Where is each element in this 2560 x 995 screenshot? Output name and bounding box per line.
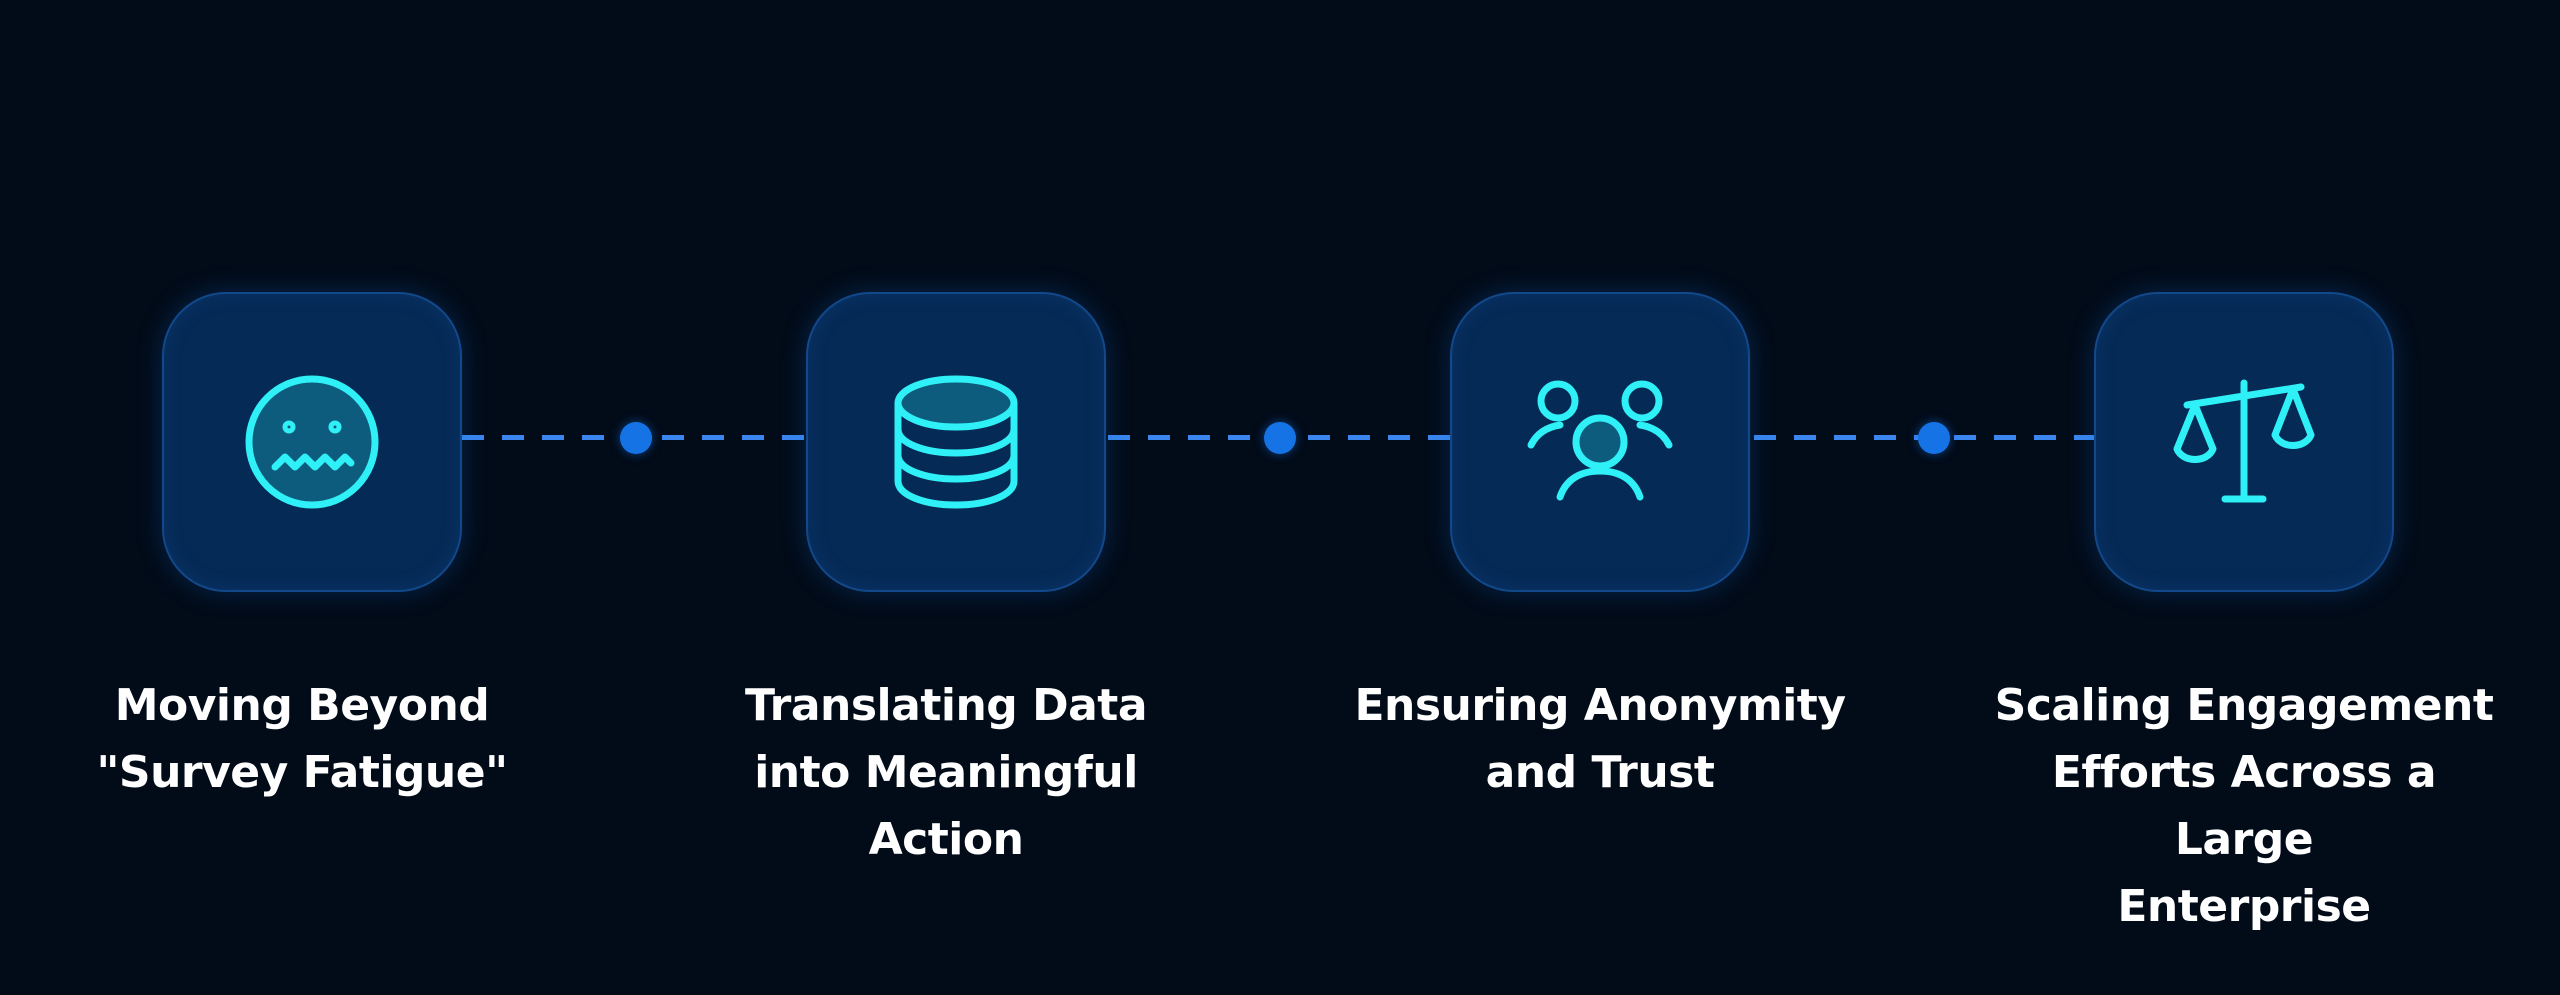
step-card-1 bbox=[162, 292, 462, 592]
step-label-1: Moving Beyond "Survey Fatigue" bbox=[96, 680, 508, 798]
connector-dot-3 bbox=[1918, 422, 1950, 454]
step-label-3: Ensuring Anonymity and Trust bbox=[1354, 680, 1846, 798]
step-card-3 bbox=[1450, 292, 1750, 592]
database-icon bbox=[894, 375, 1018, 509]
step-card-4 bbox=[2094, 292, 2394, 592]
step-card-2 bbox=[806, 292, 1106, 592]
connector-dot-1 bbox=[620, 422, 652, 454]
grimace-face-icon bbox=[245, 375, 379, 509]
scale-balance-icon bbox=[2173, 379, 2315, 503]
step-label-4: Scaling Engagement Efforts Across a Larg… bbox=[1994, 680, 2494, 932]
step-label-2: Translating Data into Meaningful Action bbox=[744, 680, 1148, 865]
connector-dot-2 bbox=[1264, 422, 1296, 454]
users-group-icon bbox=[1527, 380, 1673, 501]
